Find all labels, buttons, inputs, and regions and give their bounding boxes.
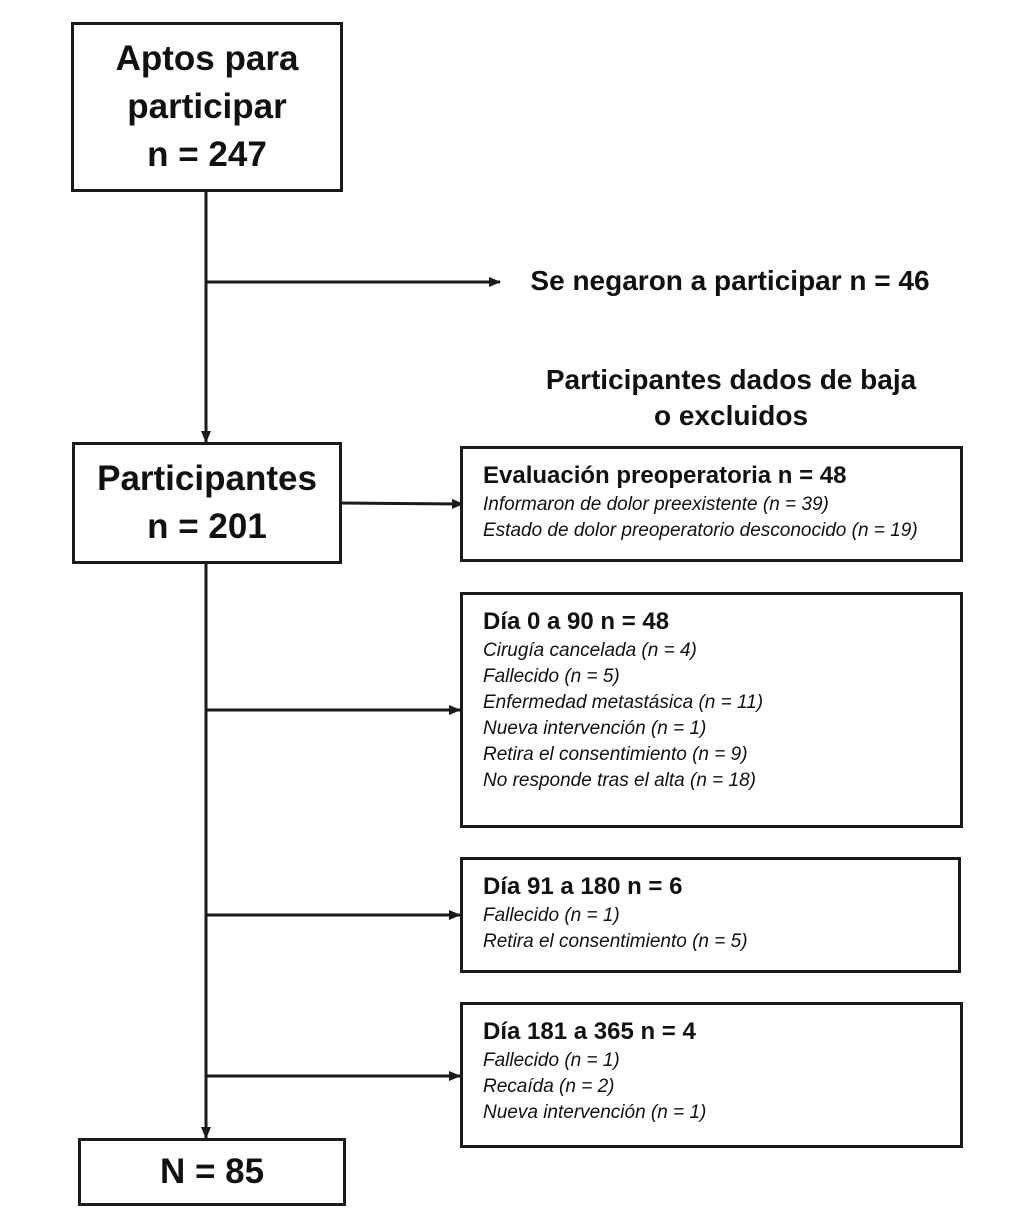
stage-title: Evaluación preoperatoria n = 48 xyxy=(483,462,847,489)
withdrawn-heading-line2: o excluidos xyxy=(653,400,809,431)
stage-day-0-90-box: Día 0 a 90 n = 48 Cirugía cancelada (n =… xyxy=(460,592,963,828)
stage-title: Día 91 a 180 n = 6 xyxy=(483,873,683,900)
final-count: N = 85 xyxy=(159,1152,265,1191)
stage-title: Día 0 a 90 n = 48 xyxy=(483,608,670,635)
preoperative-arrow xyxy=(339,498,464,509)
list-item: Estado de dolor preoperatorio desconocid… xyxy=(483,520,918,541)
stage-reasons-list: Fallecido (n = 1) Retira el consentimien… xyxy=(483,903,958,955)
withdrawn-heading: Participantes dados de baja o excluidos xyxy=(500,362,962,434)
list-item: Enfermedad metastásica (n = 11) xyxy=(483,692,764,713)
withdrawn-heading-line1: Participantes dados de baja xyxy=(545,364,917,395)
eligible-title-line2: participar xyxy=(127,87,287,126)
stage-preoperative-box: Evaluación preoperatoria n = 48 Informar… xyxy=(460,446,963,562)
list-item: No responde tras el alta (n = 18) xyxy=(483,770,757,791)
list-item: Retira el consentimiento (n = 9) xyxy=(483,744,748,765)
declined-label: Se negaron a participar n = 46 xyxy=(530,265,930,296)
eligible-count: n = 247 xyxy=(147,135,267,174)
stage-day-91-180-box: Día 91 a 180 n = 6 Fallecido (n = 1) Ret… xyxy=(460,857,961,973)
list-item: Retira el consentimiento (n = 5) xyxy=(483,931,748,952)
participants-box: Participantes n = 201 xyxy=(72,442,342,564)
stage-reasons-list: Fallecido (n = 1) Recaída (n = 2) Nueva … xyxy=(483,1048,960,1126)
list-item: Fallecido (n = 5) xyxy=(483,666,620,687)
list-item: Nueva intervención (n = 1) xyxy=(483,718,707,739)
eligible-box: Aptos para participar n = 247 xyxy=(71,22,343,192)
list-item: Cirugía cancelada (n = 4) xyxy=(483,640,697,661)
stage-reasons-list: Informaron de dolor preexistente (n = 39… xyxy=(483,492,960,544)
stage-day-181-365-box: Día 181 a 365 n = 4 Fallecido (n = 1) Re… xyxy=(460,1002,963,1148)
list-item: Informaron de dolor preexistente (n = 39… xyxy=(483,494,829,515)
final-box: N = 85 xyxy=(78,1138,346,1206)
list-item: Nueva intervención (n = 1) xyxy=(483,1102,707,1123)
list-item: Fallecido (n = 1) xyxy=(483,905,620,926)
participants-count: n = 201 xyxy=(147,507,267,546)
stage-reasons-list: Cirugía cancelada (n = 4) Fallecido (n =… xyxy=(483,638,960,794)
stage-title: Día 181 a 365 n = 4 xyxy=(483,1018,696,1045)
list-item: Recaída (n = 2) xyxy=(483,1076,615,1097)
list-item: Fallecido (n = 1) xyxy=(483,1050,620,1071)
participants-title: Participantes xyxy=(97,459,317,498)
eligible-title-line1: Aptos para xyxy=(115,39,299,78)
